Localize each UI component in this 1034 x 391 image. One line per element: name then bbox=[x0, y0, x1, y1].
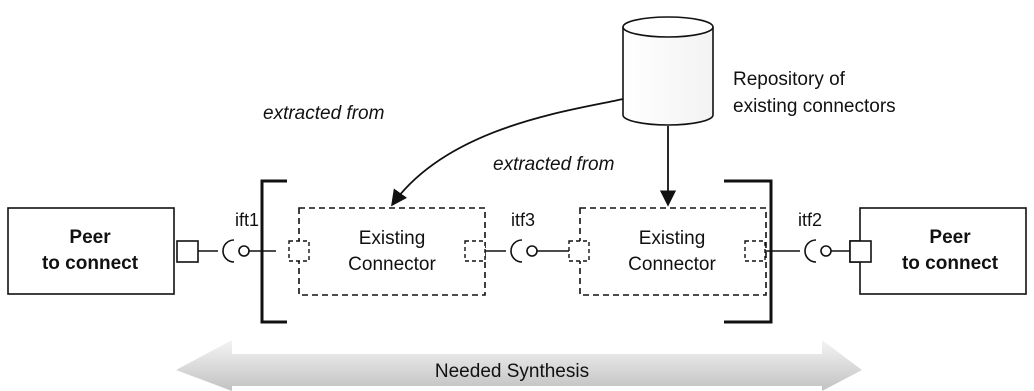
repository-label-line2: existing connectors bbox=[733, 96, 896, 117]
first-connector-left-port bbox=[288, 240, 310, 262]
ift1-socket-icon bbox=[222, 239, 235, 263]
right-peer-subtitle: to connect bbox=[902, 253, 999, 274]
second-connector-line2: Connector bbox=[628, 254, 716, 275]
needed-synthesis-arrow: Needed Synthesis bbox=[176, 340, 862, 391]
ift1-label: ift1 bbox=[235, 210, 259, 230]
itf3-lollipop-icon bbox=[526, 245, 538, 257]
right-peer-title: Peer bbox=[929, 227, 971, 248]
second-connector-right-port bbox=[744, 240, 766, 262]
left-peer-port bbox=[176, 240, 199, 263]
repository-label-line1: Repository of bbox=[733, 69, 846, 90]
extracted-from-label-center: extracted from bbox=[493, 154, 614, 175]
extracted-from-label-left: extracted from bbox=[263, 103, 384, 124]
first-connector-right-port bbox=[464, 240, 486, 262]
itf2-label: itf2 bbox=[798, 210, 822, 230]
itf2-socket-icon bbox=[804, 239, 817, 263]
first-connector-line1: Existing bbox=[359, 228, 426, 249]
left-peer-box: Peer to connect bbox=[7, 207, 175, 295]
itf2-lollipop-icon bbox=[820, 245, 832, 257]
first-connector-line2: Connector bbox=[348, 254, 436, 275]
extracted-arrow-left bbox=[391, 98, 624, 207]
second-connector-line1: Existing bbox=[639, 228, 706, 249]
ift1-interface: ift1 bbox=[198, 210, 276, 263]
left-peer-subtitle: to connect bbox=[42, 253, 139, 274]
ift1-lollipop-icon bbox=[238, 245, 250, 257]
itf3-interface: itf3 bbox=[485, 210, 569, 263]
repository-cylinder-icon bbox=[622, 16, 714, 126]
needed-synthesis-label: Needed Synthesis bbox=[435, 361, 589, 382]
left-bracket bbox=[260, 179, 287, 324]
left-peer-title: Peer bbox=[69, 227, 111, 248]
second-existing-connector: Existing Connector bbox=[568, 207, 767, 296]
itf3-socket-icon bbox=[510, 239, 523, 263]
second-connector-left-port bbox=[568, 240, 590, 262]
first-existing-connector: Existing Connector bbox=[288, 207, 486, 296]
right-peer-box: Peer to connect bbox=[849, 207, 1027, 295]
itf2-interface: itf2 bbox=[765, 210, 850, 263]
itf3-label: itf3 bbox=[511, 210, 535, 230]
